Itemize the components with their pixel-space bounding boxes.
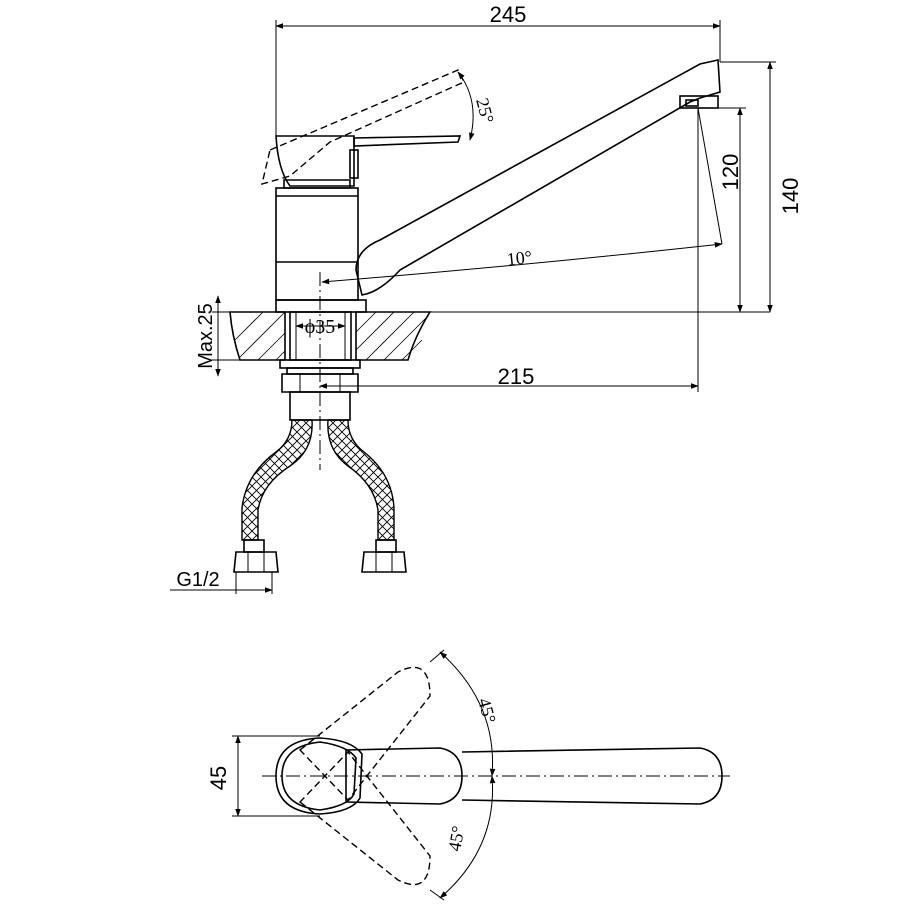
swivel-arc-lower <box>439 775 496 899</box>
spout-angle-arc <box>321 241 723 285</box>
dimension-diameter-35: ϕ35 <box>295 316 346 338</box>
side-view: 245 140 120 215 ϕ35 <box>170 2 803 594</box>
dimension-245: 245 <box>275 2 721 136</box>
label-140: 140 <box>778 178 803 215</box>
label-lever-angle: 25° <box>472 96 498 126</box>
countertop <box>229 311 770 361</box>
dimension-thread: G1/2 <box>170 569 273 594</box>
spout <box>355 59 721 296</box>
top-view: 45° 45° 45 <box>206 649 730 901</box>
dimension-140: 140 <box>720 61 803 313</box>
label-max-25: Max.25 <box>195 303 217 369</box>
dimension-max-25: Max.25 <box>195 295 242 377</box>
swivel-arc-upper <box>439 651 496 777</box>
label-120: 120 <box>718 154 743 191</box>
label-diameter-35: ϕ35 <box>305 316 336 338</box>
label-spout-angle: 10° <box>506 247 533 270</box>
dimension-45: 45 <box>206 735 320 817</box>
label-245: 245 <box>490 2 527 27</box>
label-swivel-lower: 45° <box>444 824 468 852</box>
label-215: 215 <box>498 364 535 389</box>
label-45: 45 <box>206 766 231 790</box>
top-body <box>275 737 363 815</box>
label-swivel-upper: 45° <box>474 696 500 726</box>
dimension-120: 120 <box>700 107 746 313</box>
label-thread: G1/2 <box>176 569 219 591</box>
supply-hoses <box>233 419 407 573</box>
lever-handle <box>261 69 475 187</box>
handle-rotated-left <box>298 666 431 802</box>
spout-flow-line <box>697 107 723 245</box>
handle-rotated-right <box>298 750 431 886</box>
top-spout <box>461 747 723 805</box>
faucet-body <box>275 179 367 313</box>
dimension-215: 215 <box>319 108 699 392</box>
